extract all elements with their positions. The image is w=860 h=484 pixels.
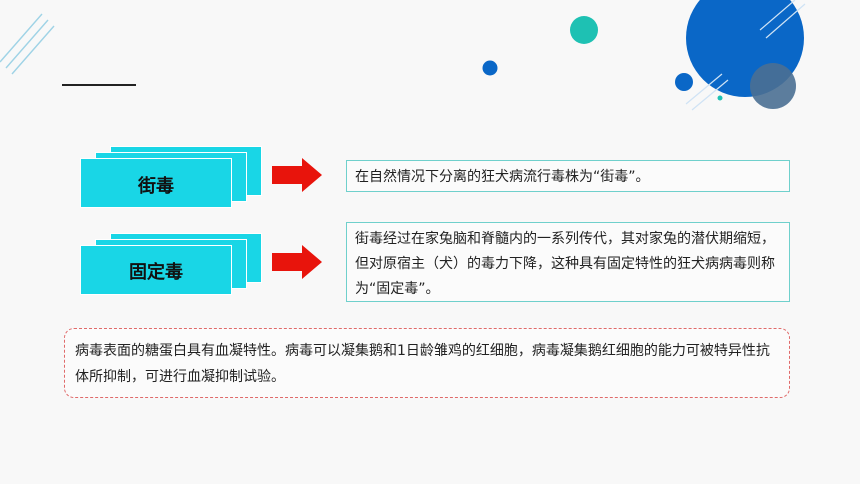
term-label: 固定毒: [129, 262, 183, 283]
header-rule: [62, 84, 136, 86]
note-text: 病毒表面的糖蛋白具有血凝特性。病毒可以凝集鹅和1日龄雏鸡的红细胞，病毒凝集鹅红细…: [75, 343, 770, 385]
description-text: 在自然情况下分离的狂犬病流行毒株为“街毒”。: [355, 169, 650, 185]
decorative-lines: [0, 13, 55, 75]
decorative-circles: [482, 0, 806, 111]
arrow-right-icon: [272, 245, 322, 279]
arrow-right-icon: [272, 158, 322, 192]
note-box: 病毒表面的糖蛋白具有血凝特性。病毒可以凝集鹅和1日龄雏鸡的红细胞，病毒凝集鹅红细…: [64, 328, 790, 398]
description-box: 街毒经过在家兔脑和脊髓内的一系列传代，其对家兔的潜伏期缩短，但对原宿主（犬）的毒…: [346, 222, 790, 302]
term-label: 街毒: [138, 176, 174, 197]
description-text: 街毒经过在家兔脑和脊髓内的一系列传代，其对家兔的潜伏期缩短，但对原宿主（犬）的毒…: [355, 231, 775, 297]
description-box: 在自然情况下分离的狂犬病流行毒株为“街毒”。: [346, 160, 790, 192]
